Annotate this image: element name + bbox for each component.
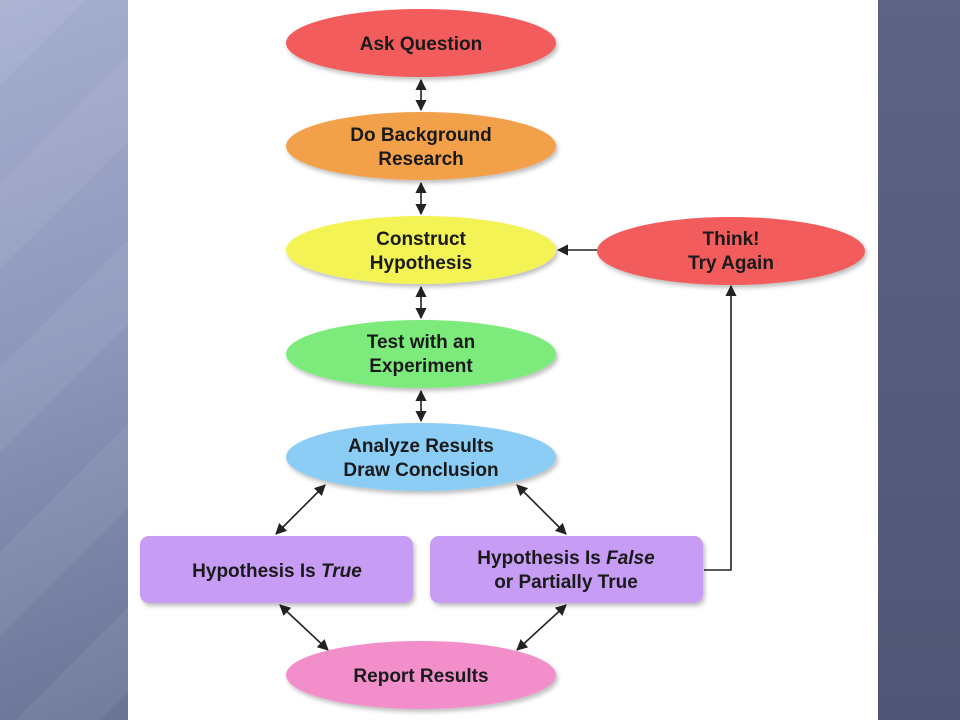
node-construct-hypothesis-line2: Hypothesis [370,253,472,274]
connector-analyze-true [275,484,326,535]
node-think-again-shape [597,217,865,285]
node-hypothesis-true-shape [140,536,413,603]
node-hypothesis-true-prefix: Hypothesis Is [192,561,321,582]
node-think-again: Think! Try Again [597,217,865,285]
diagram-canvas: Ask Question Do Background Research Cons… [128,0,878,720]
node-background-research-line1: Do Background [350,125,491,146]
node-report-results-shape [286,641,556,709]
node-hypothesis-false-line2: or Partially True [494,572,638,593]
background-left-panel [0,0,128,720]
node-ask-question: Ask Question [286,9,556,77]
node-hypothesis-false-emphasis: False [606,548,655,569]
node-construct-hypothesis-shape [286,216,556,284]
connector-false-think [704,284,737,571]
node-analyze-results: Analyze Results Draw Conclusion [286,423,556,491]
node-background-research: Do Background Research [286,112,556,180]
node-test-experiment-shape [286,320,556,388]
node-hypothesis-false-line1: Hypothesis Is False [477,548,655,569]
scientific-method-flowchart: Ask Question Do Background Research Cons… [140,9,865,709]
node-think-again-line1: Think! [703,229,760,250]
node-hypothesis-true: Hypothesis Is True [140,536,413,603]
connector-analyze-false [516,484,567,535]
node-test-experiment-line2: Experiment [369,356,473,377]
connector-false-report [516,604,567,651]
node-hypothesis-true-emphasis: True [321,561,362,582]
node-hypothesis-false: Hypothesis Is False or Partially True [430,536,703,603]
node-ask-question-label: Ask Question [360,34,482,55]
node-think-again-line2: Try Again [688,253,774,274]
node-construct-hypothesis: Construct Hypothesis [286,216,556,284]
node-hypothesis-false-shape [430,536,703,603]
node-background-research-line2: Research [378,149,464,170]
node-analyze-results-line1: Analyze Results [348,436,494,457]
node-analyze-results-line2: Draw Conclusion [343,460,498,481]
node-report-results-label: Report Results [353,666,488,687]
node-hypothesis-true-label: Hypothesis Is True [192,561,362,582]
node-analyze-results-shape [286,423,556,491]
node-background-research-shape [286,112,556,180]
node-test-experiment: Test with an Experiment [286,320,556,388]
node-test-experiment-line1: Test with an [367,332,475,353]
node-report-results: Report Results [286,641,556,709]
connector-true-report [279,604,329,651]
node-hypothesis-false-prefix: Hypothesis Is [477,548,606,569]
node-construct-hypothesis-line1: Construct [376,229,466,250]
background-right-band [878,0,960,720]
node-ask-question-shape [286,9,556,77]
